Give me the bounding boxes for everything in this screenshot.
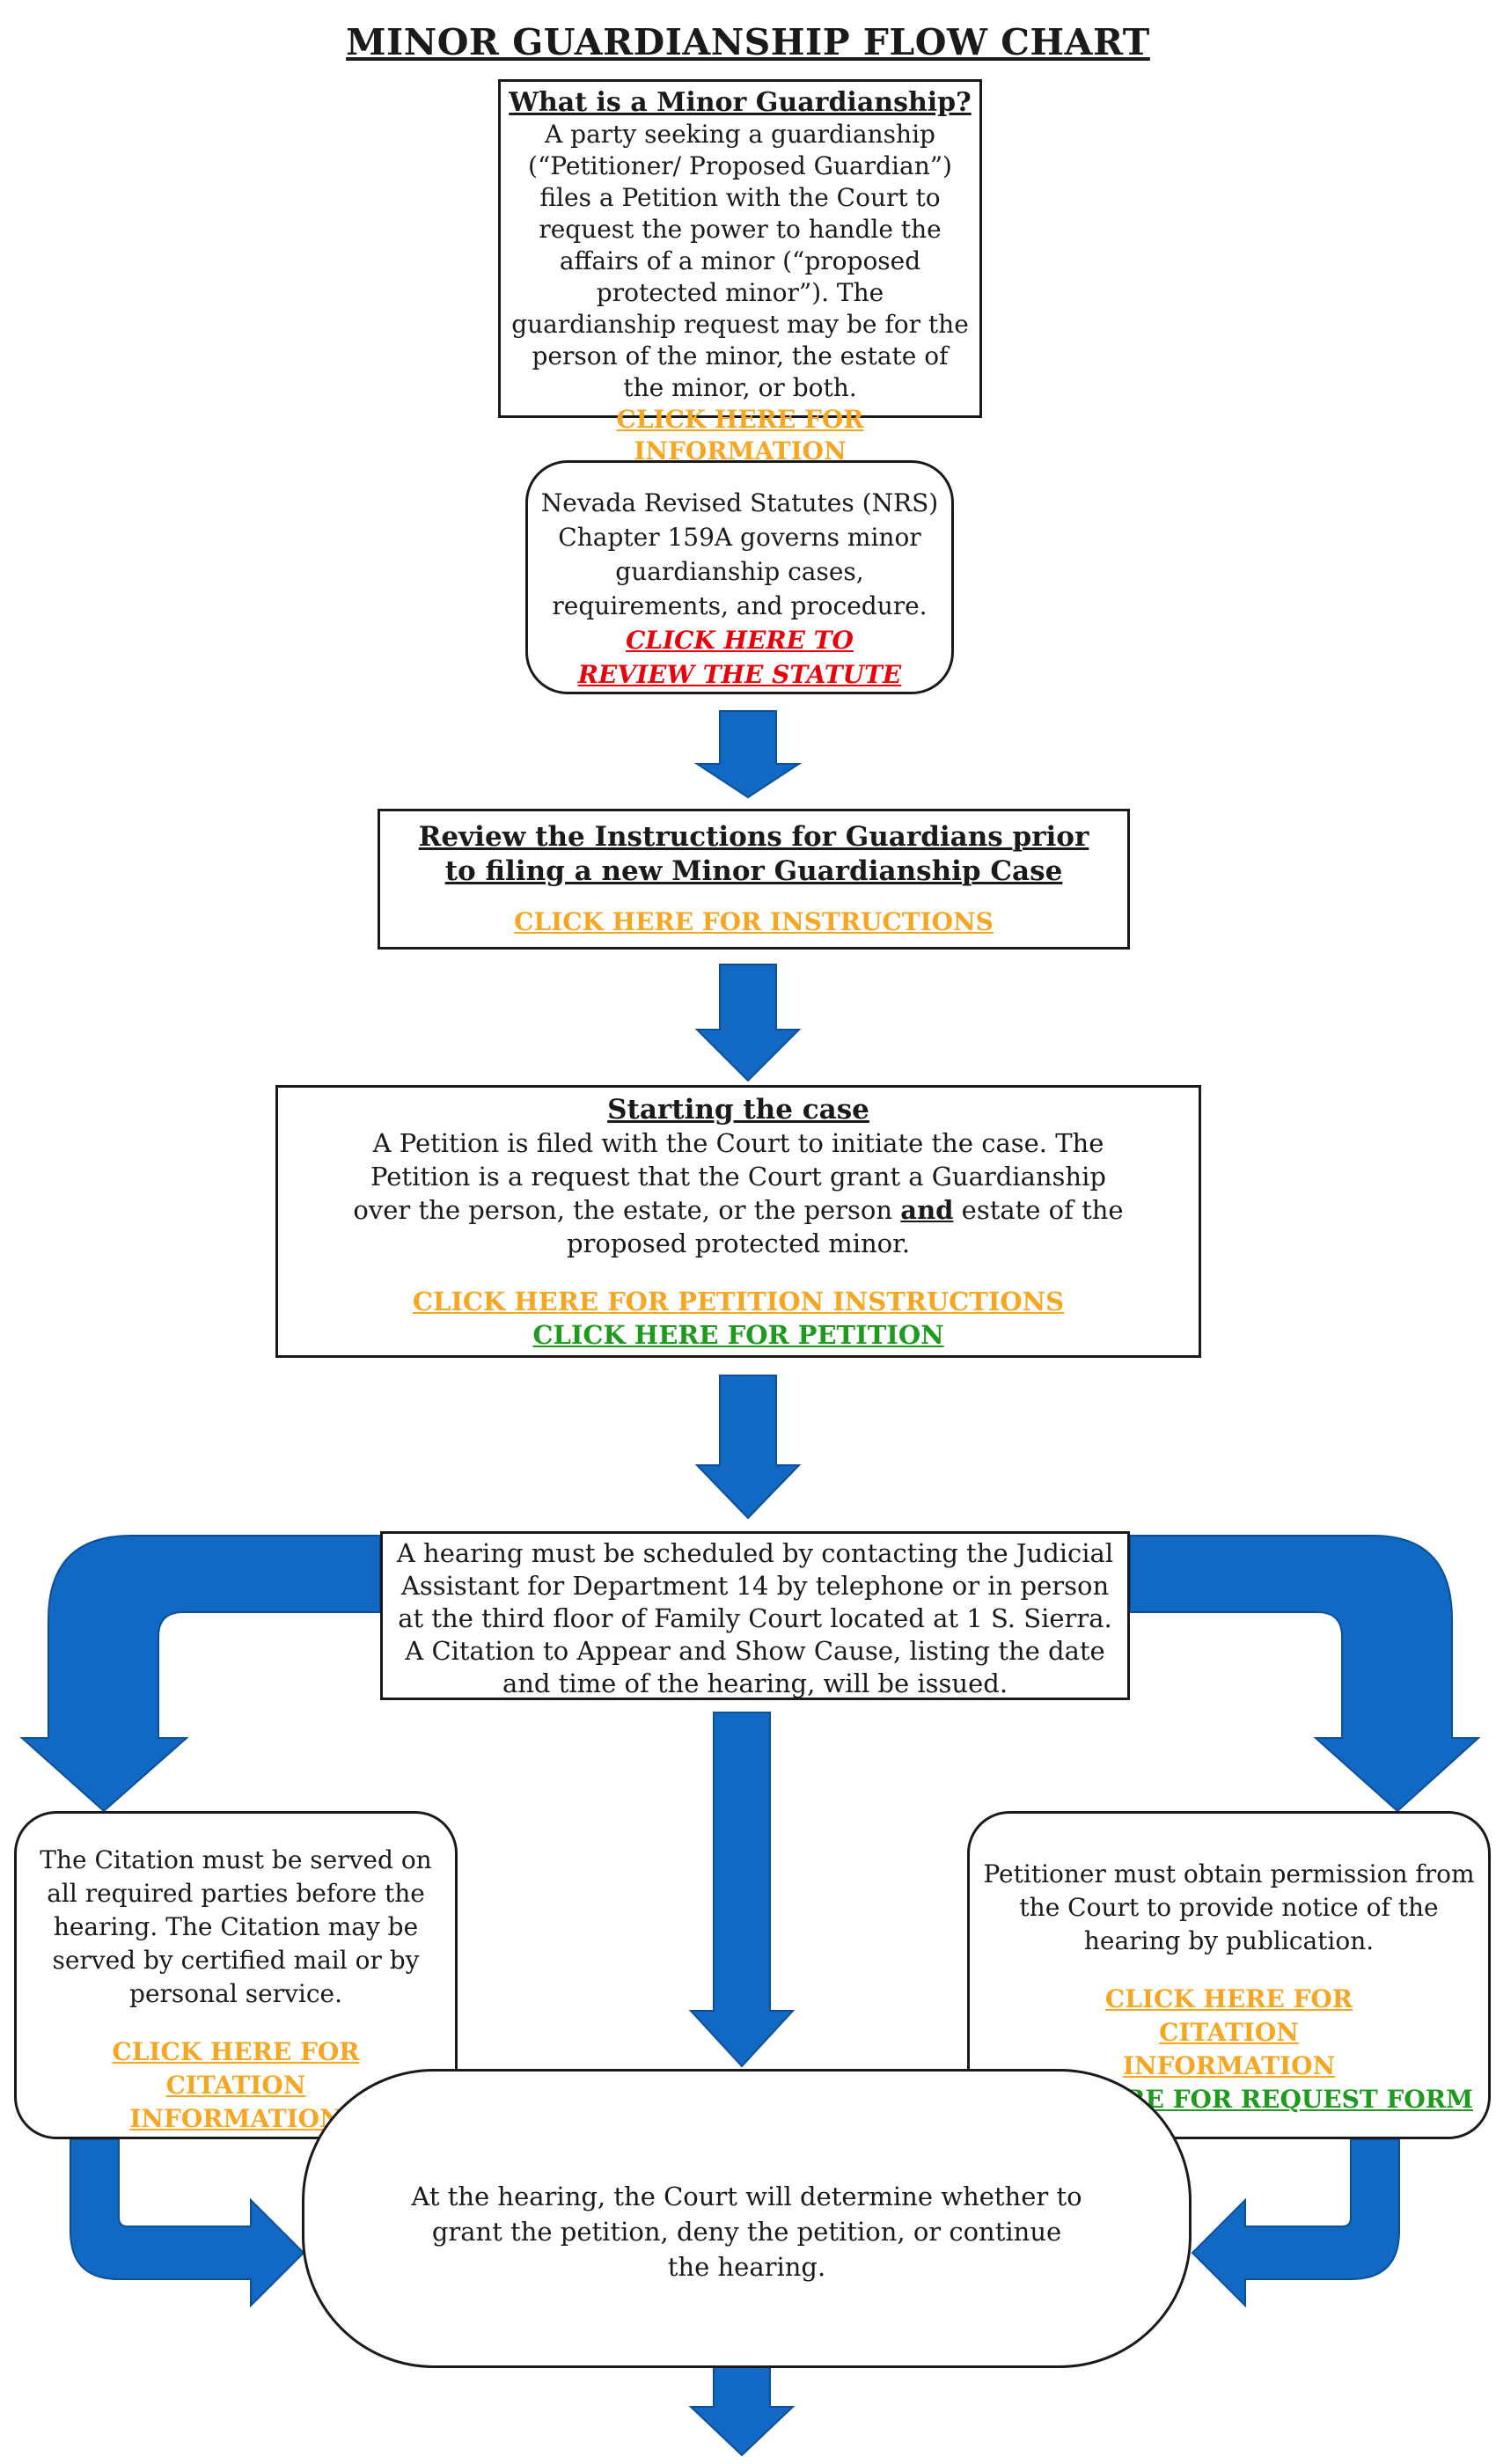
starting-body-emphasis: and — [900, 1195, 954, 1225]
starting-body-part2: estate of the proposed protected minor. — [566, 1195, 1124, 1258]
information-link[interactable]: CLICK HERE FOR INFORMATION — [616, 405, 864, 466]
down-arrow-center — [688, 1712, 796, 2068]
citation-information-link-left[interactable]: CLICK HERE FOR CITATION INFORMATION — [112, 2037, 360, 2133]
what-is-body: A party seeking a guardianship (“Petitio… — [511, 120, 969, 402]
instructions-heading: Review the Instructions for Guardians pr… — [418, 821, 1089, 887]
citation-service-body: The Citation must be served on all requi… — [40, 1845, 432, 2008]
elbow-arrow-right — [1191, 2138, 1400, 2308]
down-arrow-2 — [694, 964, 802, 1082]
starting-case-body: A Petition is filed with the Court to in… — [313, 1126, 1163, 1260]
petition-instructions-link[interactable]: CLICK HERE FOR PETITION INSTRUCTIONS — [412, 1287, 1065, 1316]
down-arrow-1 — [693, 710, 803, 799]
elbow-arrow-left — [70, 2138, 305, 2308]
what-is-heading: What is a Minor Guardianship? — [509, 87, 972, 118]
statute-body: Nevada Revised Statutes (NRS) Chapter 15… — [540, 488, 939, 620]
down-arrow-bottom — [688, 2366, 796, 2457]
publication-body: Petitioner must obtain permission from t… — [983, 1859, 1475, 1955]
curved-arrow-left — [19, 1535, 381, 1813]
review-statute-link[interactable]: CLICK HERE TO REVIEW THE STATUTE — [577, 626, 902, 689]
statute-box: Nevada Revised Statutes (NRS) Chapter 15… — [525, 460, 954, 694]
publication-box: Petitioner must obtain permission from t… — [967, 1811, 1491, 2139]
hearing-outcome-body: At the hearing, the Court will determine… — [411, 2182, 1082, 2282]
hearing-outcome-box: At the hearing, the Court will determine… — [302, 2069, 1192, 2368]
curved-arrow-right — [1129, 1535, 1481, 1813]
starting-case-box: Starting the case A Petition is filed wi… — [275, 1085, 1201, 1358]
starting-case-heading: Starting the case — [607, 1094, 869, 1126]
petition-link[interactable]: CLICK HERE FOR PETITION — [532, 1320, 944, 1350]
starting-body-part1: A Petition is filed with the Court to in… — [353, 1128, 1106, 1225]
page-title: MINOR GUARDIANSHIP FLOW CHART — [346, 21, 1150, 63]
citation-information-link-right[interactable]: CLICK HERE FOR CITATION INFORMATION — [1104, 1984, 1353, 2080]
down-arrow-3 — [694, 1375, 802, 1520]
what-is-box: What is a Minor Guardianship? A party se… — [498, 79, 982, 466]
instructions-box: Review the Instructions for Guardians pr… — [378, 809, 1130, 950]
instructions-link[interactable]: CLICK HERE FOR INSTRUCTIONS — [514, 907, 994, 936]
hearing-schedule-box: A hearing must be scheduled by contactin… — [380, 1531, 1130, 1700]
hearing-schedule-body: A hearing must be scheduled by contactin… — [396, 1538, 1114, 1698]
